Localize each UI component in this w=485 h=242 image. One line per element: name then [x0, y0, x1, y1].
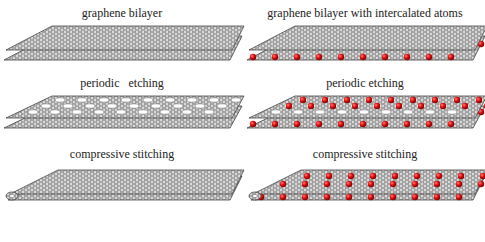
graphene-bilayer-figure: [4, 26, 244, 60]
intercalated-stitched-figure: [249, 170, 485, 200]
panel-label: compressive stitching: [313, 147, 417, 161]
panel-label: graphene bilayer with intercalated atoms: [267, 6, 462, 20]
etched-bilayer-figure: [4, 96, 244, 128]
panel-label: periodic etching: [326, 76, 404, 90]
panel-label: compressive stitching: [70, 147, 174, 161]
stitched-bilayer-figure: [6, 170, 244, 200]
panel-label: graphene bilayer: [82, 6, 162, 20]
intercalated-bilayer-figure: [247, 26, 485, 60]
intercalated-etched-figure: [247, 96, 485, 128]
panel-label: periodic etching: [80, 76, 164, 90]
